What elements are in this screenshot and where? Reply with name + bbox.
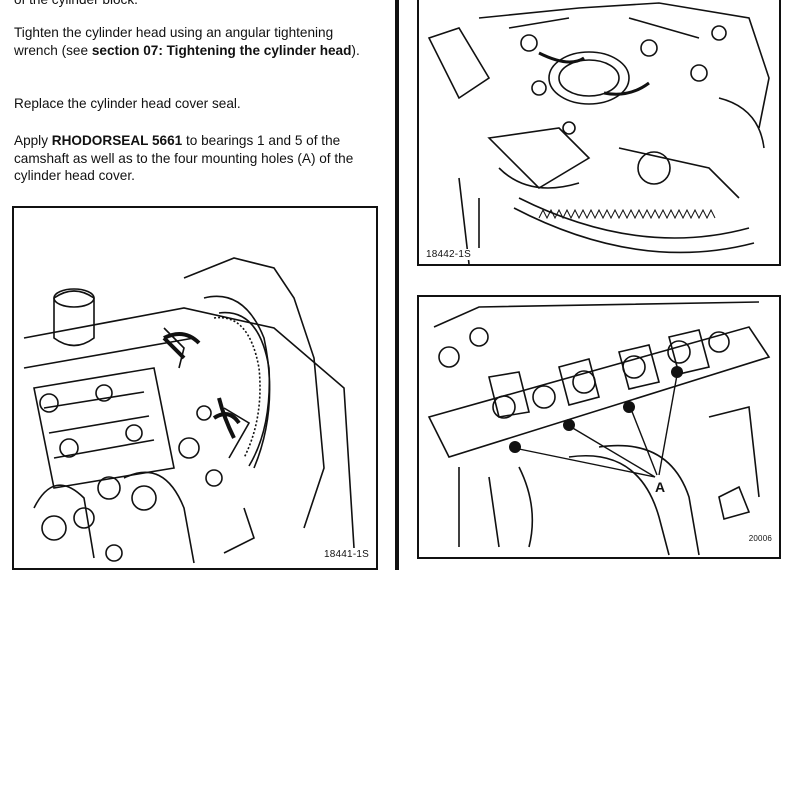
timing-gear-drawing [427,2,770,264]
figure-reference-label: 18442-1S [425,249,472,260]
figure-18441-1s: 18441-1S [12,206,378,570]
para1-text: Tighten the cylinder head using an angul… [14,25,334,58]
figure-reference-label: 18441-1S [323,549,370,560]
instruction-apply-sealant: Apply RHODORSEAL 5661 to bearings 1 and … [14,132,376,185]
figure-reference-label: 20006 [747,534,773,543]
para1-end: ). [351,42,360,58]
figure-18442-1s: 18442-1S [417,0,781,266]
instruction-tighten-cylinder-head: Tighten the cylinder head using an angul… [14,24,376,59]
sealant-product: RHODORSEAL 5661 [51,133,183,148]
cylinder-head-cover-drawing [427,301,771,556]
engine-camshaft-drawing [23,257,355,564]
figure-20006: A 20006 [417,295,781,559]
section-reference: section 07: Tightening the cylinder head [91,42,352,58]
column-divider [395,0,399,570]
truncated-text-line: of the cylinder block. [14,0,138,8]
instruction-replace-seal: Replace the cylinder head cover seal. [14,96,241,111]
para3-text: Apply [14,133,52,148]
callout-label-a: A [655,479,666,495]
para3-end: to bearings 1 and 5 of the camshaft as w… [14,133,354,183]
